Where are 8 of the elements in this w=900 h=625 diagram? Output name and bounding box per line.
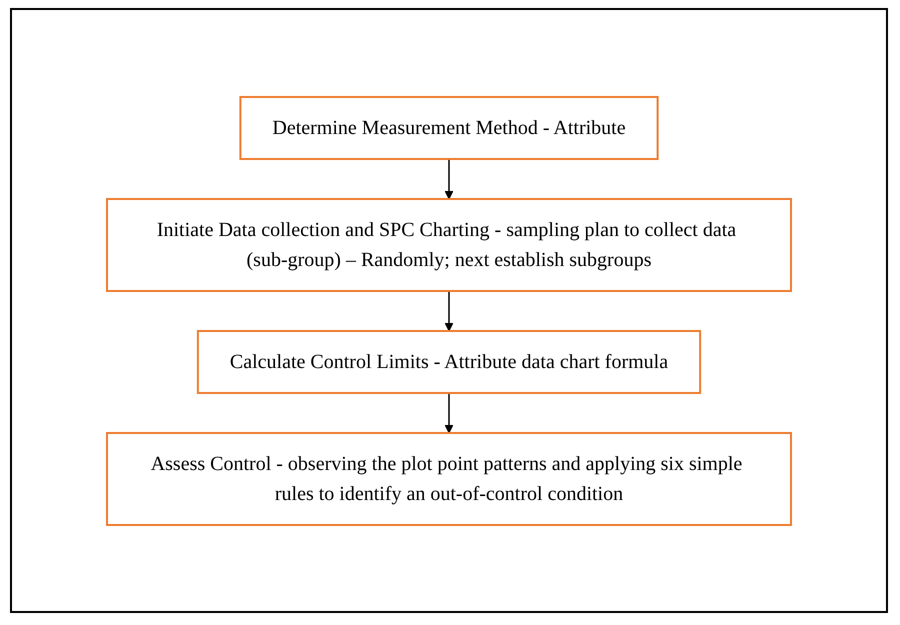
- page-frame: Determine Measurement Method - Attribute Initiate Data collection and SPC Charting - sampling plan to collect data (sub-group) – Randomly; next establish subgroups Calculate Control Limits - Attribute data chart formula Assess Control - observing the plot point patterns and applying six simple rules to identify an out-of-control condition: [10, 8, 888, 613]
- node-box: [239, 96, 659, 160]
- arrow: [444, 158, 454, 199]
- node-box: [106, 432, 792, 526]
- node-box: [196, 330, 702, 394]
- arrow: [444, 392, 454, 433]
- arrow: [444, 290, 454, 331]
- node-box: [106, 198, 792, 292]
